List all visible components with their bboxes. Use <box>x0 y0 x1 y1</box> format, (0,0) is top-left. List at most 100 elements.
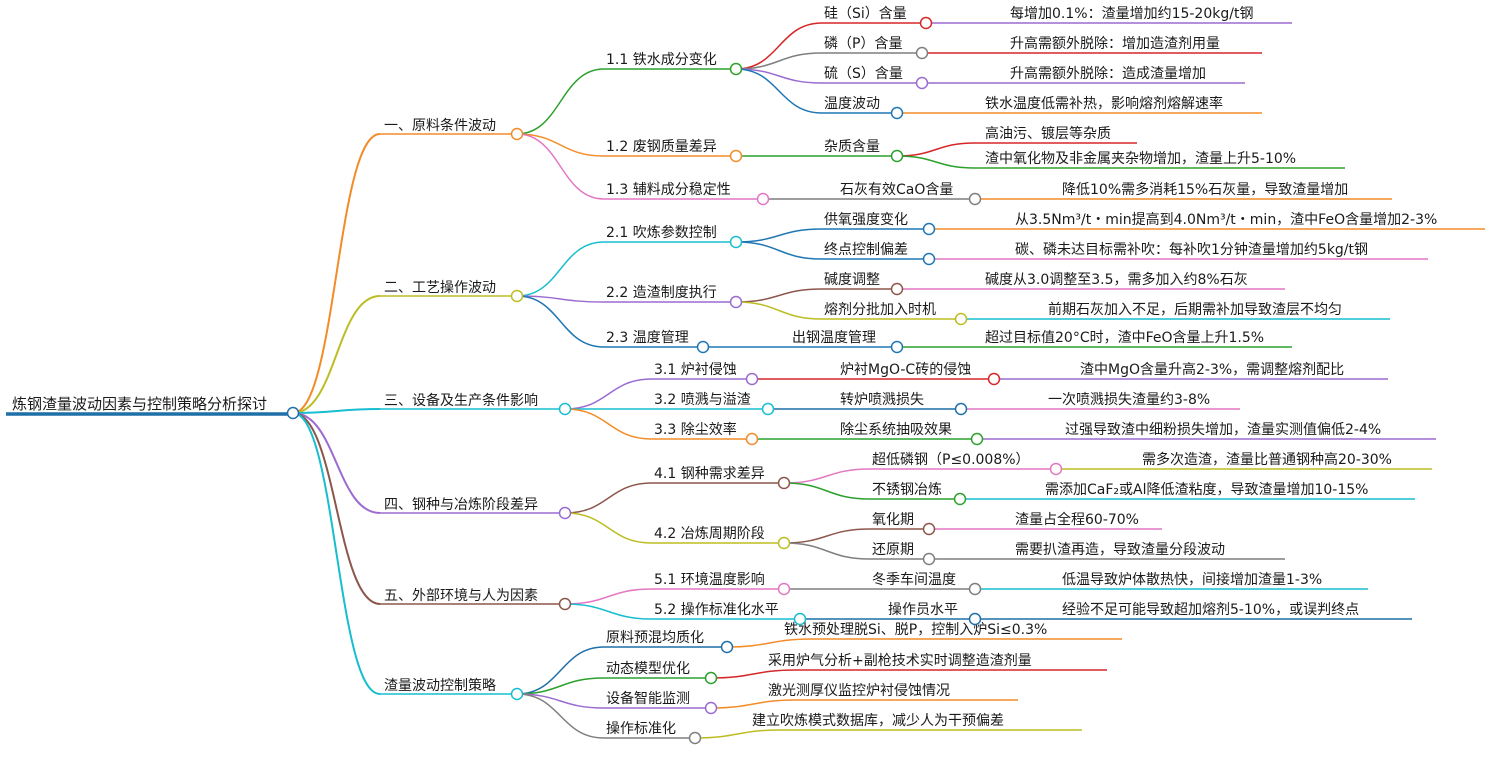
factor-1-1-2-node[interactable] <box>915 46 929 60</box>
topic-6-4-node[interactable] <box>688 731 702 745</box>
connector <box>516 295 605 348</box>
factor-1-2-1-label: 杂质含量 <box>824 139 880 155</box>
topic-6-3-label: 设备智能监测 <box>606 690 690 707</box>
factor-3-3-1-node[interactable] <box>970 432 984 446</box>
branch-1-label: 一、原料条件波动 <box>384 117 496 134</box>
factor-4-1-2-label: 不锈钢冶炼 <box>872 482 942 498</box>
connector <box>896 142 976 157</box>
topic-1-1-node[interactable] <box>729 62 743 76</box>
connector <box>735 301 823 320</box>
factor-2-2-1-label: 碱度调整 <box>824 272 880 288</box>
topic-6-3-node[interactable] <box>704 701 718 715</box>
connector <box>516 133 605 200</box>
topic-2-2-node[interactable] <box>729 295 743 309</box>
topic-3-2-node[interactable] <box>761 402 775 416</box>
factor-1-2-1-node[interactable] <box>890 149 904 163</box>
topic-3-1-node[interactable] <box>745 372 759 386</box>
factor-1-1-4-node[interactable] <box>890 106 904 120</box>
topic-5-2-label: 5.2 操作标准化水平 <box>654 602 779 618</box>
factor-4-2-2-label: 还原期 <box>872 542 914 558</box>
factor-2-3-1-node[interactable] <box>890 340 904 354</box>
topic-1-1-label: 1.1 铁水成分变化 <box>606 52 717 68</box>
topic-5-1-node[interactable] <box>777 582 791 596</box>
factor-3-1-1-node[interactable] <box>987 372 1001 386</box>
connector <box>516 241 605 297</box>
branch-3-node[interactable] <box>558 402 572 416</box>
connector <box>516 677 605 695</box>
connector <box>564 482 653 514</box>
detail-2-3-1: 超过目标值20°C时，渣中FeO含量上升1.5% <box>985 330 1264 346</box>
connector <box>735 241 823 260</box>
factor-1-1-1-node[interactable] <box>919 16 933 30</box>
detail-1-1-2: 升高需额外脱除：增加造渣剂用量 <box>1010 35 1220 52</box>
strategy-2-detail: 采用炉气分析+副枪技术实时调整造渣剂量 <box>768 652 1032 669</box>
connector <box>292 412 381 695</box>
factor-1-1-3-label: 硫（S）含量 <box>824 66 903 82</box>
connector <box>516 295 605 303</box>
factor-4-1-2-node[interactable] <box>953 492 967 506</box>
topic-3-3-node[interactable] <box>745 432 759 446</box>
factor-2-1-2-node[interactable] <box>922 252 936 266</box>
detail-2-1-2: 碳、磷未达目标需补吹：每补吹1分钟渣量增加约5kg/t钢 <box>1015 241 1368 258</box>
connector <box>710 699 797 709</box>
connector <box>735 52 823 70</box>
factor-2-2-1-node[interactable] <box>890 282 904 296</box>
connector-layer <box>6 22 1485 739</box>
factor-4-2-2-node[interactable] <box>922 552 936 566</box>
factor-1-1-1-label: 硅（Si）含量 <box>824 6 907 22</box>
detail-1-2-1-1: 高油污、镀层等杂质 <box>985 125 1111 142</box>
detail-4-2-1: 渣量占全程60-70% <box>1015 511 1139 528</box>
topic-1-3-label: 1.3 辅料成分稳定性 <box>606 182 731 198</box>
topic-5-2-node[interactable] <box>793 612 807 626</box>
factor-2-2-2-label: 熔剂分批加入时机 <box>824 302 936 318</box>
factor-2-2-2-node[interactable] <box>954 312 968 326</box>
factor-3-2-1-node[interactable] <box>954 402 968 416</box>
branch-6-label: 渣量波动控制策略 <box>384 677 496 694</box>
factor-5-1-1-node[interactable] <box>968 582 982 596</box>
topic-6-2-node[interactable] <box>704 671 718 685</box>
topic-6-2-label: 动态模型优化 <box>606 661 690 677</box>
branch-5-node[interactable] <box>558 597 572 611</box>
topic-4-1-node[interactable] <box>777 476 791 490</box>
connector <box>564 603 653 620</box>
factor-4-2-1-node[interactable] <box>922 522 936 536</box>
topic-3-3-label: 3.3 除尘效率 <box>654 421 737 438</box>
connector <box>516 693 605 709</box>
connector <box>735 288 823 303</box>
factor-3-1-1-label: 炉衬MgO-C砖的侵蚀 <box>840 361 971 378</box>
connector <box>735 68 823 84</box>
factor-5-2-1-node[interactable] <box>968 612 982 626</box>
connector <box>292 408 381 414</box>
connector <box>710 669 797 679</box>
topic-2-1-label: 2.1 吹炼参数控制 <box>606 224 717 241</box>
factor-4-1-1-node[interactable] <box>1049 462 1063 476</box>
connector <box>516 133 605 157</box>
connector <box>783 468 871 484</box>
connector <box>735 68 823 114</box>
branch-6-node[interactable] <box>510 687 524 701</box>
factor-5-2-1-label: 操作员水平 <box>888 602 958 618</box>
topic-2-3-label: 2.3 温度管理 <box>606 330 689 346</box>
branch-1-node[interactable] <box>510 127 524 141</box>
topic-6-1-node[interactable] <box>720 640 734 654</box>
topic-1-3-node[interactable] <box>756 192 770 206</box>
branch-2-node[interactable] <box>510 289 524 303</box>
connector <box>292 412 381 514</box>
topic-3-2-label: 3.2 喷溅与溢渣 <box>654 392 751 408</box>
topic-2-3-node[interactable] <box>696 340 710 354</box>
branch-4-node[interactable] <box>558 506 572 520</box>
connector <box>292 133 381 414</box>
topic-2-1-node[interactable] <box>729 235 743 249</box>
factor-2-1-1-node[interactable] <box>922 222 936 236</box>
topic-3-1-label: 3.1 炉衬侵蚀 <box>654 361 737 378</box>
factor-1-3-1-node[interactable] <box>968 192 982 206</box>
root-node[interactable] <box>286 406 300 420</box>
connector <box>783 482 871 500</box>
factor-1-1-3-node[interactable] <box>915 76 929 90</box>
topic-4-2-node[interactable] <box>777 536 791 550</box>
topic-6-4-label: 操作标准化 <box>606 721 676 737</box>
detail-4-1-2: 需添加CaF₂或Al降低渣粘度，导致渣量增加10-15% <box>1045 482 1368 498</box>
topic-1-2-node[interactable] <box>729 149 743 163</box>
topic-4-1-label: 4.1 钢种需求差异 <box>654 466 765 482</box>
